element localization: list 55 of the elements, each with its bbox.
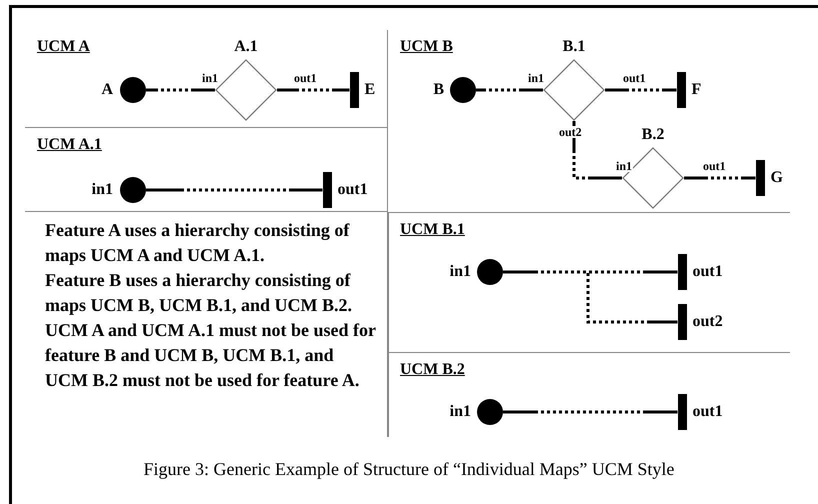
end-bar (350, 72, 358, 108)
start-point (120, 77, 146, 103)
point-label: G (770, 170, 783, 186)
note-text: Feature A uses a hierarchy consisting of maps UCM A and UCM A.1. (45, 219, 350, 267)
path-connector (476, 88, 543, 92)
port-label: in1 (615, 160, 634, 172)
note-text: Feature B uses a hierarchy consisting of maps UCM B, UCM B.1, and UCM B.2. (45, 269, 354, 317)
start-point (120, 177, 146, 203)
end-bar (322, 172, 332, 208)
map-title: UCM B (400, 38, 453, 56)
end-bar (756, 160, 764, 196)
path-connector (572, 121, 622, 180)
point-label: in1 (450, 264, 471, 280)
figure-caption: Figure 3: Generic Example of Structure of “Individual Maps” UCM Style (142, 459, 676, 480)
edge-label: out1 (702, 160, 727, 172)
path-connector (684, 176, 756, 180)
path-connector (605, 88, 676, 92)
edge-label: out1 (293, 72, 318, 84)
end-bar (678, 304, 686, 340)
point-label: A (101, 82, 113, 98)
map-title: UCM B.1 (400, 221, 465, 239)
edge-label: out1 (622, 72, 647, 84)
point-label: out1 (338, 182, 368, 198)
point-label: A.1 (234, 39, 258, 55)
point-label: out2 (692, 314, 723, 330)
map-title: UCM A.1 (37, 136, 102, 154)
edge-label: in1 (201, 72, 220, 84)
map-panel (25, 128, 388, 212)
point-label: out1 (692, 264, 723, 280)
path-connector (503, 270, 678, 324)
point-label: in1 (450, 404, 471, 420)
start-point (450, 77, 476, 103)
end-bar (676, 72, 686, 108)
path-connector (277, 88, 350, 92)
end-bar (678, 394, 686, 430)
edge-label: in1 (527, 72, 546, 84)
start-point (477, 259, 503, 285)
map-panel (25, 30, 388, 128)
start-point (477, 399, 503, 425)
point-label: E (364, 82, 376, 98)
map-title: UCM A (37, 38, 90, 56)
point-label: F (692, 82, 702, 98)
path-connector (146, 188, 322, 192)
point-label: B.2 (642, 127, 664, 143)
path-connector (146, 88, 215, 92)
path-connector (503, 410, 678, 414)
point-label: B.1 (562, 39, 586, 55)
point-label: in1 (92, 182, 113, 198)
map-title: UCM B.2 (400, 361, 465, 379)
point-label: B (433, 82, 444, 98)
note-text: UCM A and UCM A.1 must not be used for feature B and UCM B, UCM B.1, and UCM B.2 must not be used for feature A. (45, 319, 377, 392)
end-bar (678, 254, 686, 290)
stub-diamond (543, 59, 605, 121)
point-label: out1 (692, 404, 723, 420)
edge-label: out2 (558, 126, 583, 138)
